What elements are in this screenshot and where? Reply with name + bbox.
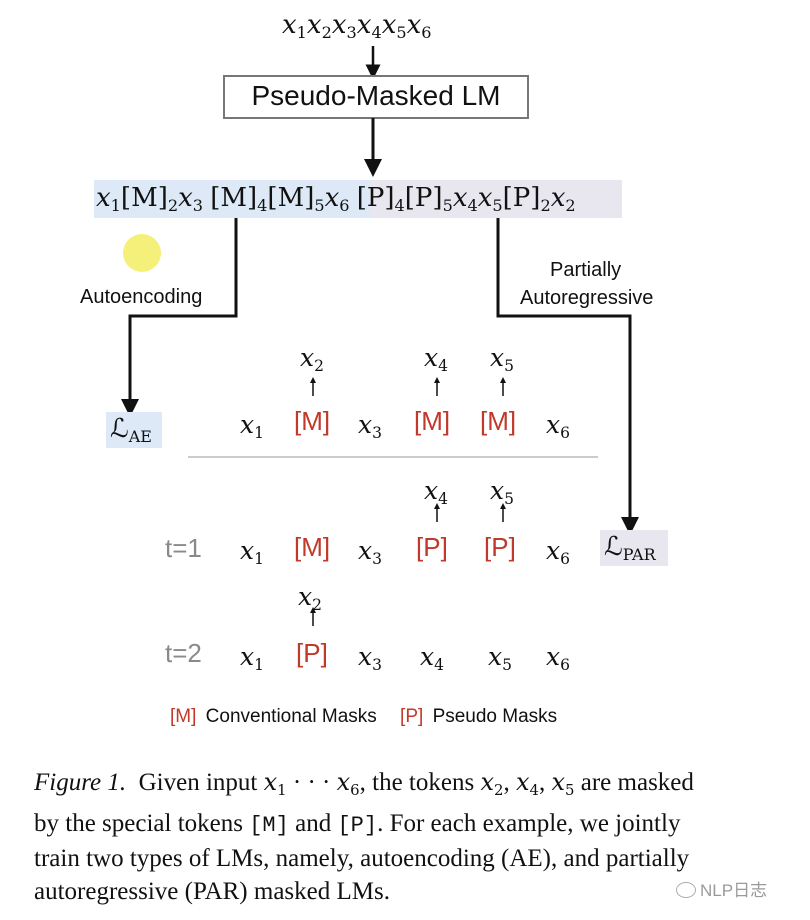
legend-p-token: [P] [400, 706, 424, 727]
token: x4 [420, 642, 444, 674]
token: x1 [240, 642, 264, 674]
autoencoding-label: Autoencoding [80, 286, 203, 308]
autoencoding-path [121, 218, 238, 417]
mask-token: [M] [294, 406, 331, 436]
legend-p-label: Pseudo Masks [432, 706, 558, 727]
pred-token: x2 [300, 343, 324, 375]
step-label-t1: t=1 [165, 533, 202, 563]
mask-token: [M] [414, 406, 451, 436]
token: x3 [358, 410, 382, 442]
token: x6 [546, 410, 570, 442]
cursor-highlight-dot [123, 234, 161, 272]
caption-line-1: Figure 1. Given input x1 · · · x6, the t… [34, 768, 694, 799]
pred-token: x4 [424, 343, 448, 375]
partially-label: Partially [550, 259, 622, 281]
diagram-canvas [94, 46, 668, 626]
wechat-icon [676, 882, 696, 898]
token: x5 [488, 642, 512, 674]
pseudo-mask-token: [P] [416, 532, 448, 562]
legend-m-label: Conventional Masks [205, 706, 377, 727]
figure-caption: Figure 1. Given input x1 · · · x6, the t… [34, 766, 794, 908]
caption-line-4: autoregressive (PAR) masked LMs. [34, 877, 390, 905]
sequence-band-blue [94, 180, 370, 218]
pseudo-mask-token: [P] [484, 532, 516, 562]
autoregressive-label: Autoregressive [520, 287, 654, 309]
loss-ae-band [106, 412, 162, 448]
pred-token: x2 [298, 582, 322, 614]
loss-par-band [600, 530, 668, 566]
model-label: Pseudo-Masked LM [251, 80, 501, 111]
par-path [496, 218, 639, 535]
model-box [223, 75, 529, 119]
encoded-sequence: x1[M]2x3 [M]4[M]5x6 [P]4[P]5x4x5[P]2x2 [96, 183, 576, 216]
pred-token: x5 [490, 476, 514, 508]
mask-token: [M] [294, 532, 331, 562]
pred-token: x5 [490, 343, 514, 375]
pseudo-mask-token: [P] [296, 638, 328, 668]
token: x3 [358, 536, 382, 568]
token: x6 [546, 536, 570, 568]
step-label-t2: t=2 [165, 638, 202, 668]
caption-line-2: by the special tokens [M] and [P]. For e… [34, 809, 681, 838]
loss-ae: ℒAE [110, 414, 152, 447]
input-sequence: x1x2x3x4x5x6 [282, 10, 432, 43]
caption-line-3: train two types of LMs, namely, autoenco… [34, 844, 690, 872]
loss-par: ℒPAR [604, 532, 656, 565]
mask-token: [M] [480, 406, 517, 436]
legend-m-token: [M] [170, 706, 197, 727]
pred-token: x4 [424, 476, 448, 508]
legend: [M] Conventional Masks [P] Pseudo Masks [170, 706, 557, 728]
sequence-band-purple [370, 180, 622, 218]
token: x6 [546, 642, 570, 674]
token: x1 [240, 536, 264, 568]
token: x3 [358, 642, 382, 674]
watermark: NLP日志 [676, 876, 767, 901]
token: x1 [240, 410, 264, 442]
input-token: x1 [282, 10, 307, 43]
